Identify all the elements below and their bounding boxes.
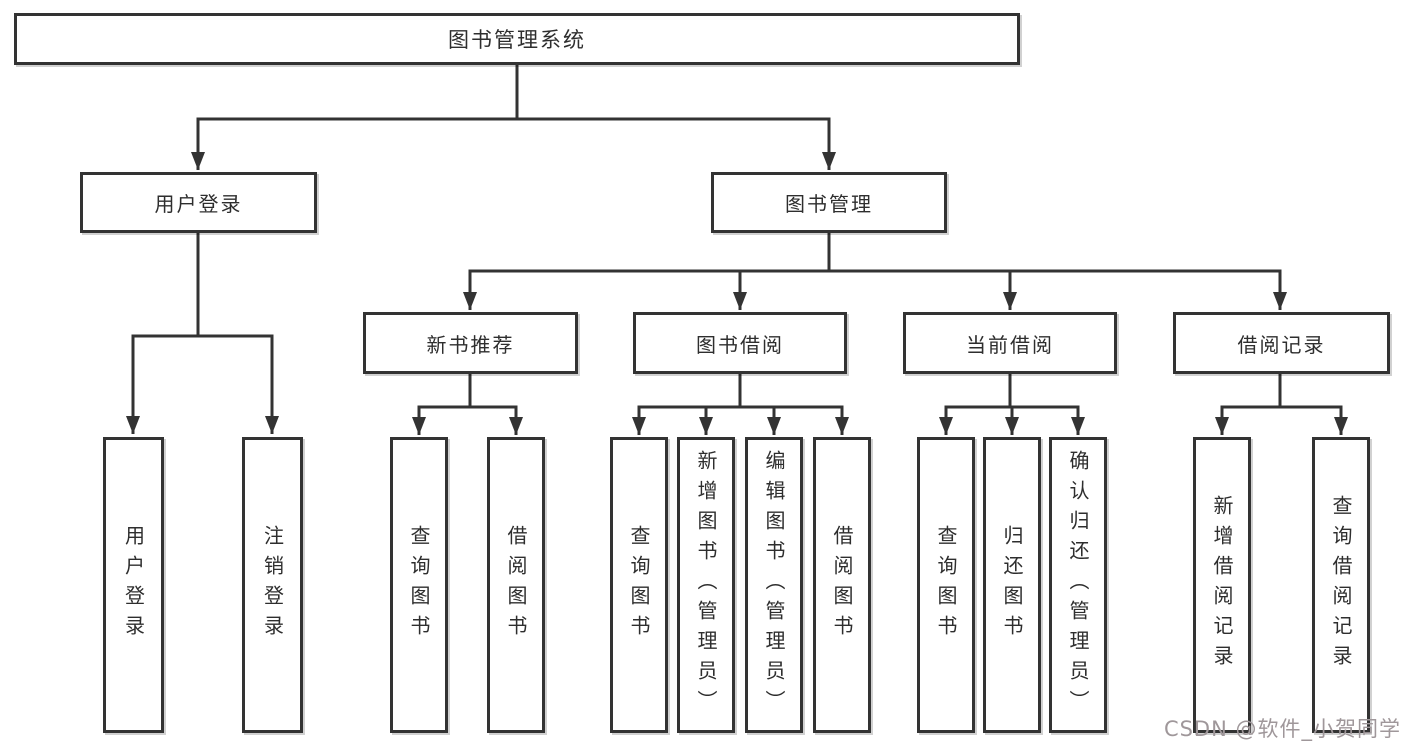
leaf-edit-books-admin: 编辑图书（管理员） bbox=[745, 437, 803, 733]
node-book-management: 图书管理 bbox=[711, 172, 947, 233]
node-new-book-recommend: 新书推荐 bbox=[363, 312, 578, 374]
leaf-add-books-admin: 新增图书（管理员） bbox=[677, 437, 735, 733]
leaf-user-login: 用户登录 bbox=[103, 437, 164, 733]
watermark: CSDN @软件_小贺同学 bbox=[1163, 717, 1401, 741]
leaf-current-query-books: 查询图书 bbox=[917, 437, 975, 733]
node-user-login: 用户登录 bbox=[80, 172, 317, 233]
leaf-borrow-books: 借阅图书 bbox=[813, 437, 871, 733]
leaf-logout: 注销登录 bbox=[242, 437, 303, 733]
leaf-confirm-return-admin: 确认归还（管理员） bbox=[1049, 437, 1107, 733]
leaf-return-books: 归还图书 bbox=[983, 437, 1041, 733]
node-book-borrow: 图书借阅 bbox=[633, 312, 847, 374]
leaf-borrow-query-books: 查询图书 bbox=[610, 437, 668, 733]
node-root: 图书管理系统 bbox=[14, 13, 1020, 65]
node-borrow-records: 借阅记录 bbox=[1173, 312, 1390, 374]
node-current-borrow: 当前借阅 bbox=[903, 312, 1117, 374]
leaf-recommend-query-books: 查询图书 bbox=[390, 437, 448, 733]
leaf-recommend-borrow-books: 借阅图书 bbox=[487, 437, 545, 733]
leaf-add-borrow-record: 新增借阅记录 bbox=[1193, 437, 1251, 733]
leaf-query-borrow-record: 查询借阅记录 bbox=[1312, 437, 1370, 733]
